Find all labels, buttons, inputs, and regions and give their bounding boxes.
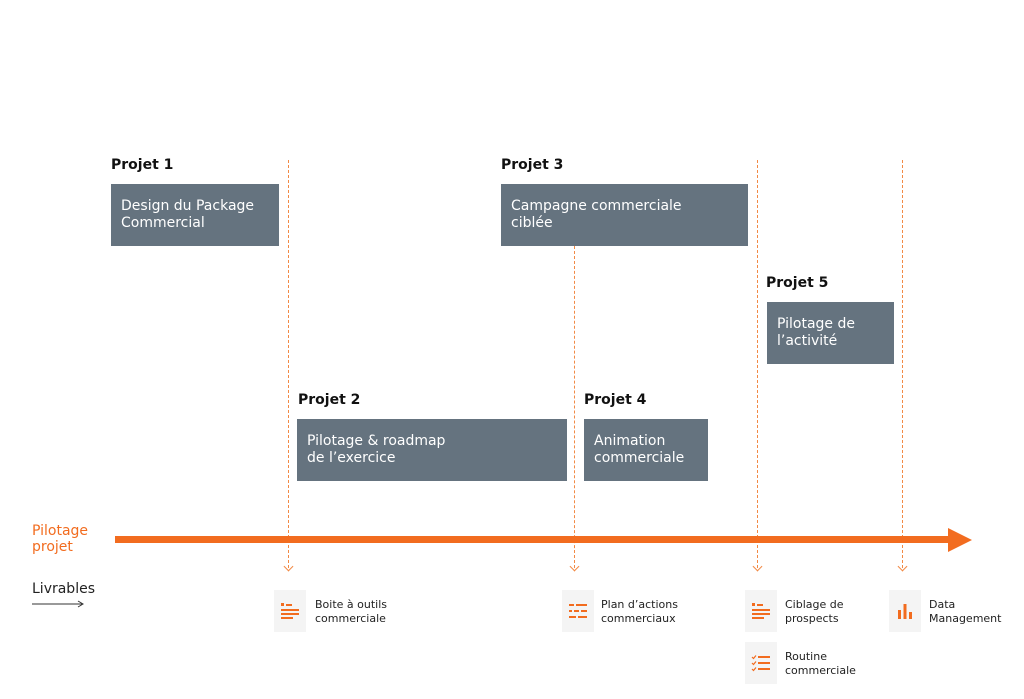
milestone-line-1: [288, 160, 289, 568]
project-1-label: Projet 1: [111, 157, 174, 173]
milestone-line-2: [574, 246, 575, 568]
targeting-list-icon: [745, 590, 777, 632]
timeline-arrow-shaft: [115, 536, 951, 543]
deliverable-3-text: Ciblage de prospects: [785, 598, 844, 625]
timeline-arrow-head: [948, 528, 972, 552]
deliverable-1-text: Boite à outils commerciale: [315, 598, 388, 625]
action-plan-icon: [562, 590, 594, 632]
deliverable-2-text: Plan d’actions commerciaux: [601, 598, 678, 625]
pilotage-projet-label: Pilotage projet: [32, 523, 89, 555]
project-3-box: Campagne commerciale ciblée: [501, 184, 748, 246]
project-4-box: Animation commerciale: [584, 419, 708, 481]
livrables-label: Livrables: [32, 581, 95, 597]
milestone-chevron-1: [283, 561, 294, 572]
milestone-line-3: [757, 160, 758, 568]
deliverable-5-text: Routine commerciale: [785, 650, 856, 677]
project-5-label: Projet 5: [766, 275, 829, 291]
toolbox-list-icon: [274, 590, 306, 632]
project-2-box: Pilotage & roadmap de l’exercice: [297, 419, 567, 481]
project-5-box: Pilotage de l’activité: [767, 302, 894, 364]
livrables-arrow-icon: [32, 600, 84, 608]
milestone-chevron-2: [569, 561, 580, 572]
deliverable-4-text: Data Management: [929, 598, 1002, 625]
project-3-label: Projet 3: [501, 157, 564, 173]
checklist-icon: [745, 642, 777, 684]
milestone-line-4: [902, 160, 903, 568]
project-2-label: Projet 2: [298, 392, 361, 408]
milestone-chevron-4: [897, 561, 908, 572]
bar-chart-icon: [889, 590, 921, 632]
milestone-chevron-3: [752, 561, 763, 572]
project-1-box: Design du Package Commercial: [111, 184, 279, 246]
project-4-label: Projet 4: [584, 392, 647, 408]
